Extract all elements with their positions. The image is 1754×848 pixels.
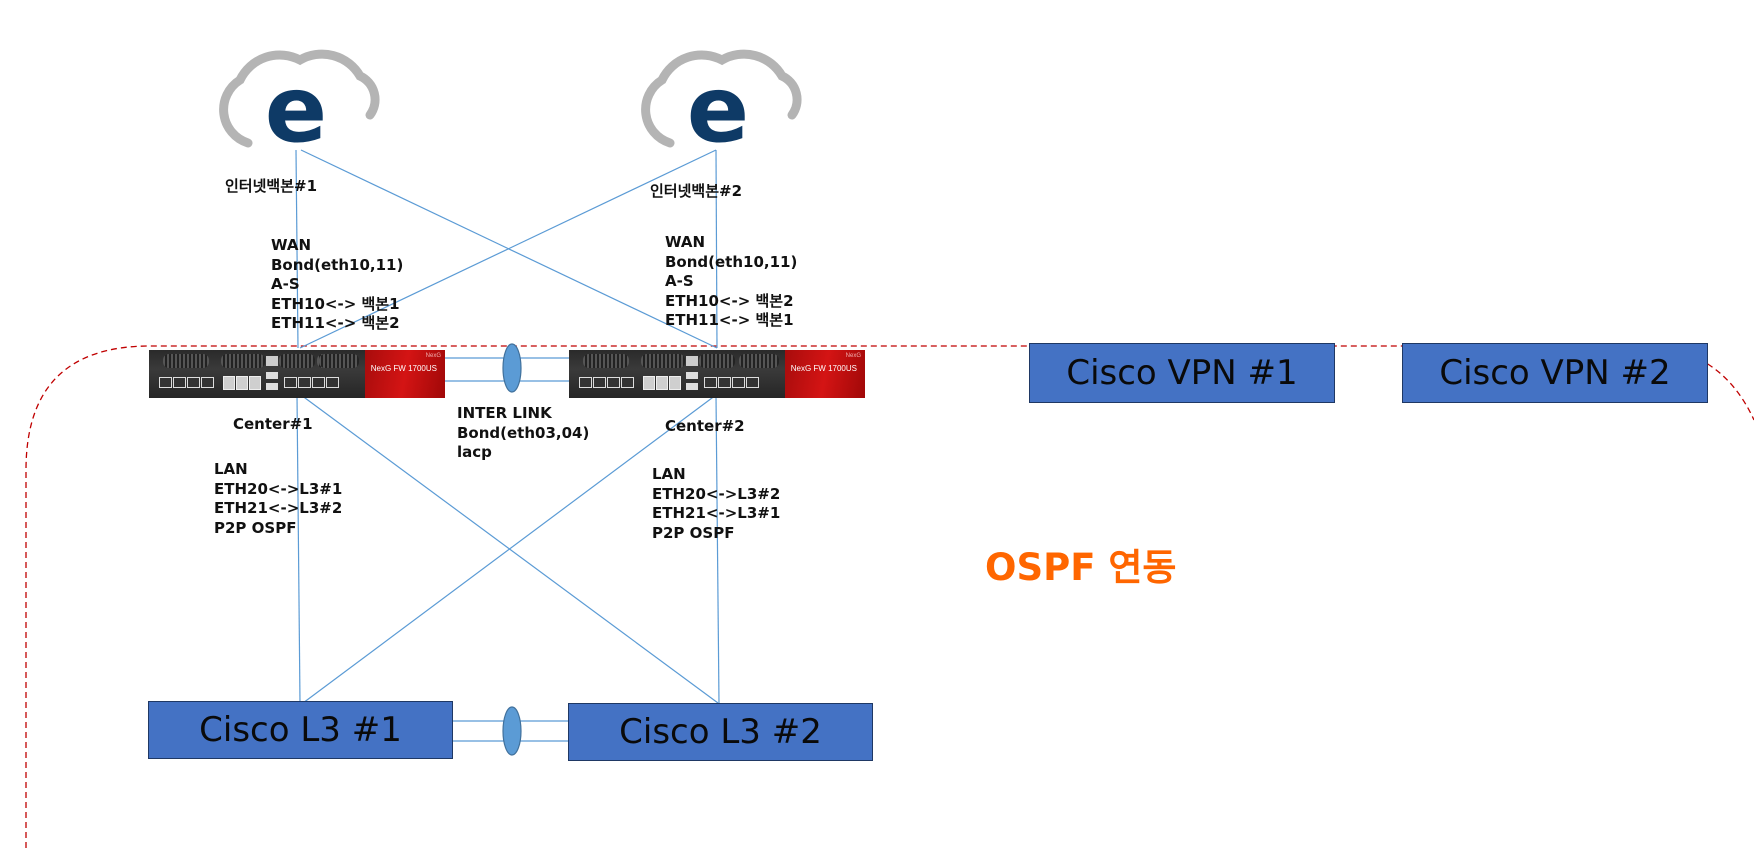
firewall-model: NexG FW 1700US [370,364,437,373]
link-cloud1-center1 [295,149,299,349]
lan-line: P2P OSPF [652,523,735,542]
firewall-faceplate: NexG NexG FW 1700US [785,350,865,398]
switch-label: Cisco L3 #2 [619,712,822,752]
interlink-line: INTER LINK [457,404,552,422]
ospf-zone-label: OSPF 연동 [985,546,1177,589]
lan-line: ETH21<->L3#2 [214,499,343,517]
interlink-label: INTER LINK Bond(eth03,04) lacp [457,404,589,463]
lan-label-center2: LAN ETH20<->L3#2 ETH21<->L3#1 P2P OSPF [652,465,780,543]
wan-label-center2: WAN Bond(eth10,11) A-S ETH10<-> 백본2 ETH1… [665,233,797,331]
lan-line: LAN [214,460,248,478]
internet-cloud-icon-2: e [641,49,802,163]
wan-line: A-S [271,275,300,293]
wan-line: ETH11<-> 백본2 [271,314,400,332]
interlink-line: lacp [457,443,492,461]
vpn-cisco-2[interactable]: Cisco VPN #2 [1402,343,1708,403]
link-center2-l3-2 [715,394,720,704]
lan-line: ETH20<->L3#1 [214,479,343,498]
interlink-lag-ellipse [502,343,522,393]
firewall-center2[interactable]: NexG NexG FW 1700US [569,350,865,398]
cloud-label-2: 인터넷백본#2 [650,182,743,200]
lan-line: ETH21<->L3#1 [652,504,781,522]
link-center2-l3-1 [302,394,717,704]
firewall-model: NexG FW 1700US [790,364,857,373]
cloud-glyph: e [687,56,749,163]
switch-cisco-l3-1[interactable]: Cisco L3 #1 [148,701,453,759]
wan-line: ETH11<-> 백본1 [665,311,794,329]
switch-cisco-l3-2[interactable]: Cisco L3 #2 [568,703,873,761]
firewall-brand: NexG [845,353,861,359]
wan-line: Bond(eth10,11) [665,252,798,271]
link-cloud2-center1 [299,149,717,349]
l3-lag-ellipse [502,706,522,756]
wan-line: WAN [271,236,312,254]
interlink-line: Bond(eth03,04) [457,423,590,442]
link-cloud2-center2 [715,149,718,349]
wan-label-center1: WAN Bond(eth10,11) A-S ETH10<-> 백본1 ETH1… [271,236,403,334]
ospf-zone-boundary [25,345,1754,848]
vpn-label: Cisco VPN #1 [1066,353,1298,393]
wan-line: WAN [665,233,706,251]
wan-line: Bond(eth10,11) [271,255,404,274]
firewall-label-center2: Center#2 [665,417,745,435]
wan-line: ETH10<-> 백본2 [665,291,794,310]
vpn-label: Cisco VPN #2 [1439,353,1671,393]
cloud-glyph: e [265,56,327,163]
lan-label-center1: LAN ETH20<->L3#1 ETH21<->L3#2 P2P OSPF [214,460,342,538]
cloud-label-1: 인터넷백본#1 [225,177,318,195]
firewall-brand: NexG [425,353,441,359]
switch-label: Cisco L3 #1 [199,710,402,750]
internet-cloud-icon-1: e [219,49,380,163]
vpn-cisco-1[interactable]: Cisco VPN #1 [1029,343,1335,403]
lan-line: P2P OSPF [214,518,297,537]
link-center1-l3-1 [296,394,301,704]
firewall-label-center1: Center#1 [233,415,313,433]
lan-line: LAN [652,465,686,483]
lan-line: ETH20<->L3#2 [652,484,781,503]
firewall-center1[interactable]: NexG NexG FW 1700US [149,350,445,398]
wan-line: ETH10<-> 백본1 [271,294,400,313]
wan-line: A-S [665,272,694,290]
firewall-faceplate: NexG NexG FW 1700US [365,350,445,398]
